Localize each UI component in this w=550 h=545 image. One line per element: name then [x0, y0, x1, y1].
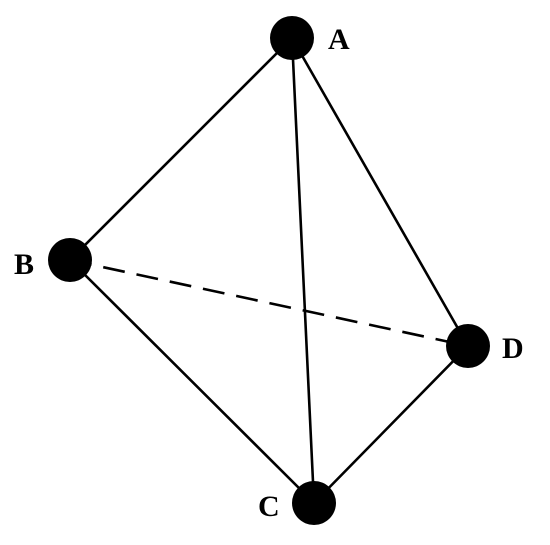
- edge-bc: [68, 258, 316, 505]
- vertex-label-a: A: [328, 23, 350, 56]
- vertex-b: [48, 238, 92, 282]
- vertex-d: [446, 324, 490, 368]
- vertex-label-c: C: [258, 490, 280, 523]
- labels-group: A B C D: [14, 23, 524, 523]
- vertices-group: [48, 16, 490, 525]
- edge-ac: [290, 36, 316, 505]
- edge-ad: [290, 36, 470, 348]
- vertex-label-d: D: [502, 332, 524, 365]
- edges-group: [68, 36, 470, 505]
- edge-bd: [69, 258, 469, 348]
- vertex-a: [270, 16, 314, 60]
- vertex-label-b: B: [14, 248, 34, 281]
- edge-ab: [68, 36, 294, 262]
- edge-cd: [312, 344, 470, 505]
- vertex-c: [292, 481, 336, 525]
